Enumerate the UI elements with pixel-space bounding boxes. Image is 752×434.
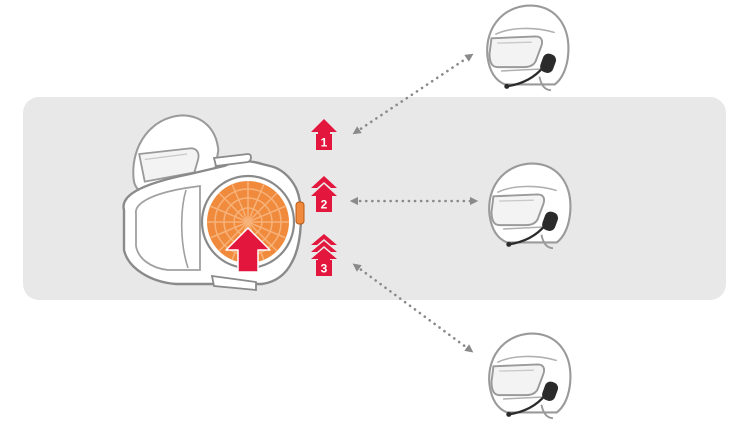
triple-arrow-up-icon [311, 234, 337, 262]
single-arrow-up-icon [311, 119, 337, 140]
step-3-label: 3 [321, 262, 328, 276]
step-3-indicator: 3 [311, 234, 337, 276]
step-2-label: 2 [321, 198, 328, 212]
helmet-with-headset-icon [486, 4, 570, 92]
helmet-with-headset-icon [488, 332, 572, 420]
step-1-label: 1 [321, 136, 328, 150]
step-1-indicator: 1 [311, 119, 337, 150]
helmet-with-headset-icon [488, 162, 572, 250]
link-arrow-3 [352, 263, 474, 353]
press-arrow-icon [225, 227, 271, 273]
step-2-indicator: 2 [311, 176, 337, 212]
intercom-device-with-orange-dial-icon [122, 153, 305, 291]
